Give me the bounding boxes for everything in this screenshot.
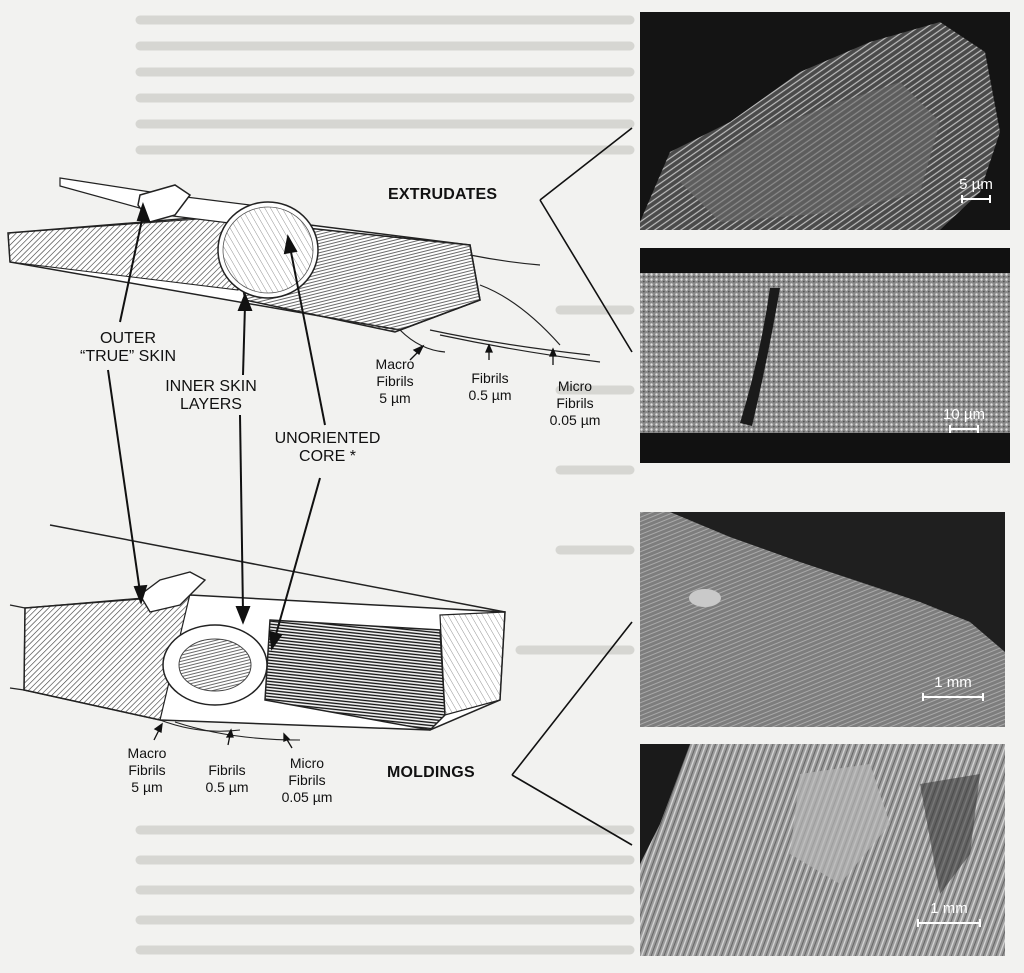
scale-bar-5um: 5 µm — [956, 176, 996, 203]
bottom-micro-fibrils-label: Micro Fibrils 0.05 µm — [281, 755, 333, 805]
bottom-fibrils-label: Fibrils 0.5 µm — [205, 762, 249, 795]
fibril-arrows — [153, 343, 557, 749]
micrograph-molding-surface: 1 mm — [640, 512, 1005, 727]
top-micro-fibrils-label: Micro Fibrils 0.05 µm — [549, 378, 601, 428]
inner-skin-label-line1: INNER SKIN — [165, 378, 257, 395]
moldings-label: MOLDINGS — [387, 764, 475, 781]
micrograph-extrudate-surface-image — [640, 273, 1010, 433]
background-text-lines — [135, 15, 635, 955]
micrograph-molding-surface-image — [640, 512, 1005, 727]
bottom-macro-fibrils-label: Macro Fibrils 5 µm — [127, 745, 167, 795]
micrograph-extrudate-fracture: 5 µm — [640, 12, 1010, 230]
micrograph-molding-fracture-image — [640, 744, 1005, 956]
core-label: UNORIENTED CORE * — [255, 430, 400, 467]
core-label-line1: UNORIENTED — [274, 430, 381, 447]
micrograph-molding-fracture: 1 mm — [640, 744, 1005, 956]
micrograph-extrudate-fracture-image — [640, 22, 1000, 230]
molding-bar-drawing — [9, 524, 506, 741]
top-fibrils-label: Fibrils 0.5 µm — [468, 370, 512, 403]
inner-skin-label-line2: LAYERS — [180, 396, 242, 414]
scale-bar-1mm-bottom: 1 mm — [917, 900, 981, 927]
inner-skin-label: INNER SKIN LAYERS — [150, 378, 272, 415]
outer-skin-label-line2: “TRUE” SKIN — [80, 348, 176, 366]
leader-arrows — [107, 202, 326, 651]
connector-lines — [511, 127, 633, 846]
extrudates-label: EXTRUDATES — [388, 186, 498, 203]
scale-bar-1mm-top: 1 mm — [921, 674, 985, 701]
scale-bar-10um: 10 µm — [940, 406, 988, 433]
micrograph-extrudate-surface: 10 µm — [640, 248, 1010, 463]
core-label-line2: CORE * — [299, 448, 356, 466]
outer-skin-label-line1: OUTER — [100, 330, 156, 347]
top-macro-fibrils-label: Macro Fibrils 5 µm — [375, 356, 415, 406]
outer-skin-label: OUTER “TRUE” SKIN — [62, 330, 194, 367]
